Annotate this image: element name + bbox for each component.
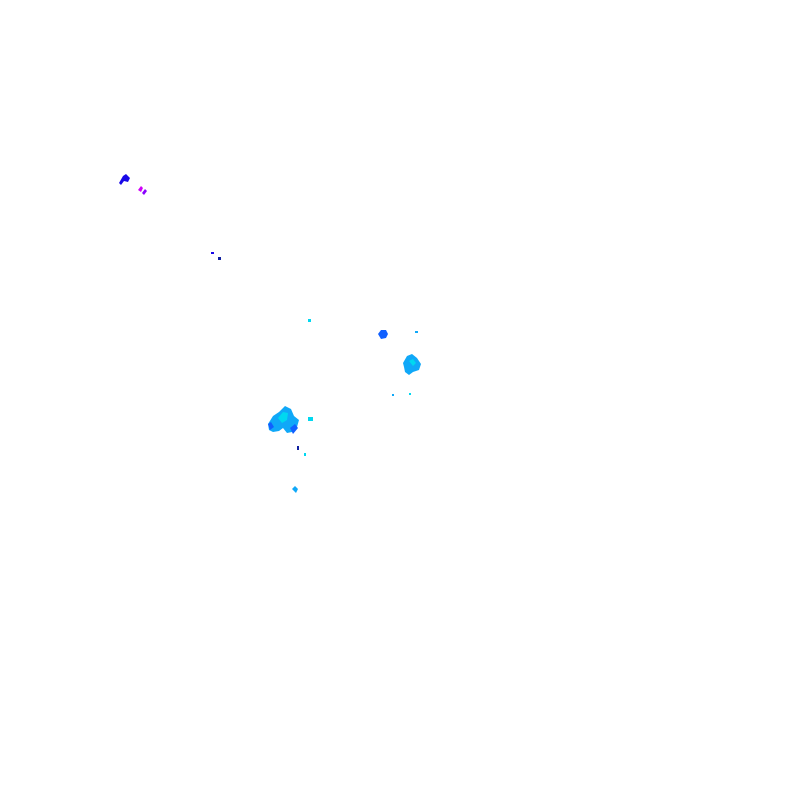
echo-cell bbox=[297, 446, 299, 450]
echo-cluster-small-north bbox=[211, 252, 221, 260]
echo-cell bbox=[292, 486, 298, 493]
echo-cell bbox=[218, 257, 221, 260]
echo-cell bbox=[308, 319, 311, 322]
echo-cell bbox=[392, 394, 394, 396]
echo-cell bbox=[142, 189, 147, 195]
echo-cell bbox=[304, 453, 306, 456]
echo-cluster-central bbox=[268, 406, 313, 493]
echo-cell bbox=[308, 417, 313, 421]
echo-cell bbox=[415, 331, 418, 333]
echo-cell bbox=[211, 252, 214, 254]
echo-cell bbox=[378, 330, 388, 339]
echo-cluster-northwest bbox=[119, 174, 147, 195]
echo-cell bbox=[138, 186, 143, 192]
echo-cell bbox=[290, 424, 298, 434]
echo-cell bbox=[278, 412, 288, 423]
echo-cluster-east bbox=[308, 319, 421, 396]
echo-cell bbox=[119, 174, 130, 185]
echo-cell bbox=[268, 422, 274, 430]
echo-cell bbox=[409, 393, 411, 395]
echo-cell bbox=[409, 359, 416, 366]
